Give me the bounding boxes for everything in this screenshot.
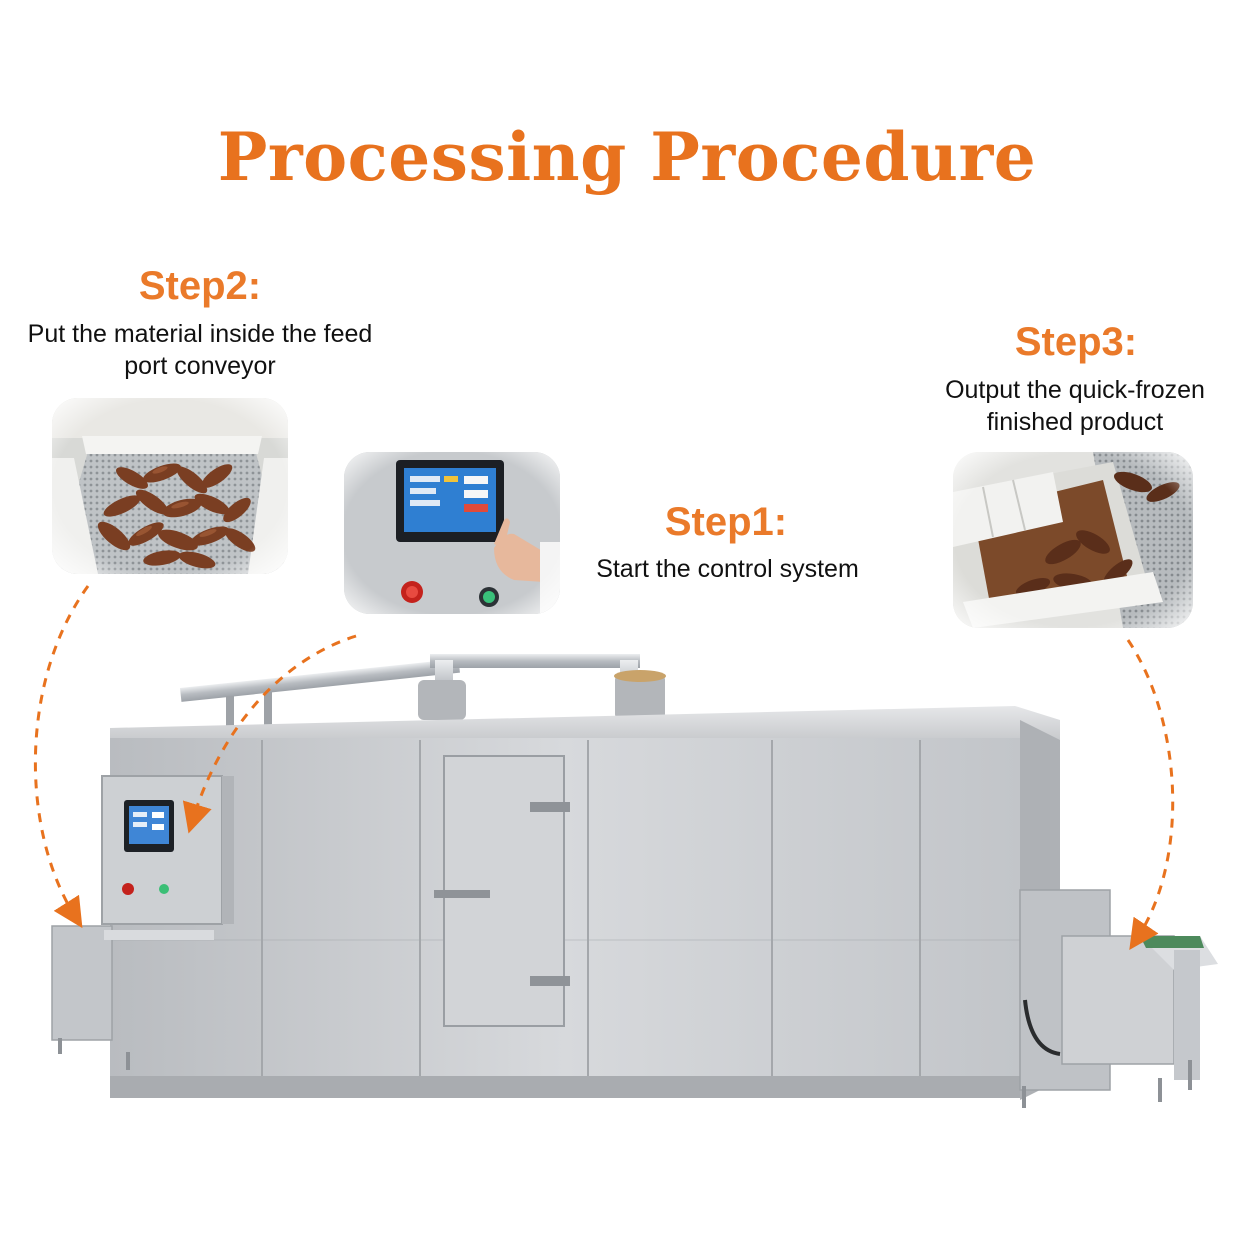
page-title: Processing Procedure <box>217 118 1037 196</box>
step1-description: Start the control system <box>596 555 859 583</box>
tunnel-freezer-machine <box>40 640 1230 1120</box>
step3-heading: Step3: <box>1014 320 1138 364</box>
step2-heading: Step2: <box>138 264 262 308</box>
output-product-photo <box>953 452 1193 628</box>
control-panel-photo <box>344 452 560 614</box>
step3-description: Output the quick-frozen finished product <box>945 376 1205 436</box>
step2-description: Put the material inside the feed port co… <box>27 320 373 380</box>
step1-heading: Step1: <box>664 500 788 544</box>
feed-conveyor-photo <box>52 398 288 574</box>
